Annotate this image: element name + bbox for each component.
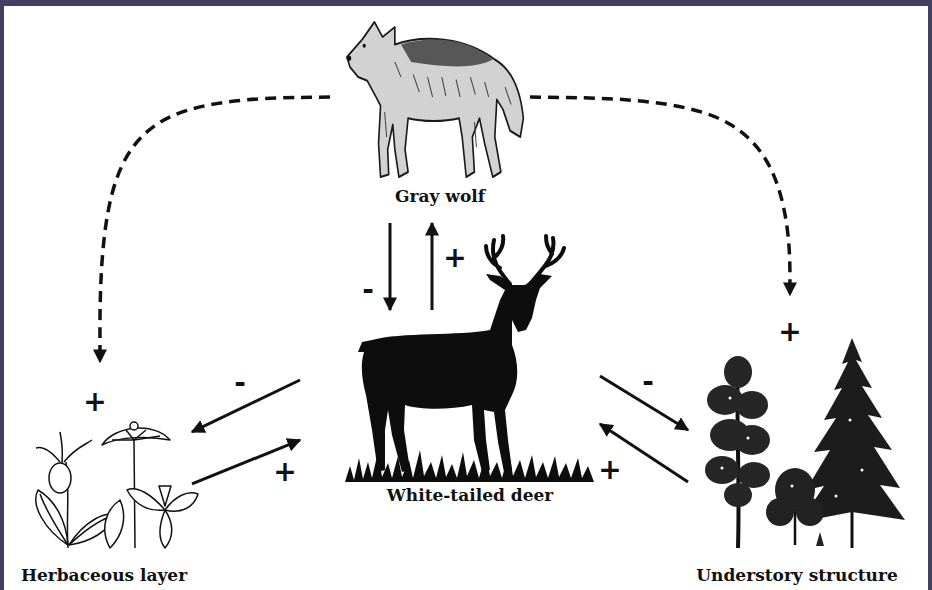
seedling xyxy=(816,532,824,546)
effect-sign: + xyxy=(598,456,621,484)
organism-node: Gray wolf xyxy=(330,8,530,223)
trillium-flower xyxy=(159,486,171,506)
trillium-leaf xyxy=(160,510,172,548)
node-label: Gray wolf xyxy=(395,186,485,206)
birch-trunk xyxy=(737,360,738,548)
speckle xyxy=(747,437,750,440)
trillium-leaf xyxy=(127,489,165,511)
influence-arrow xyxy=(530,97,790,295)
wolf-nose xyxy=(347,56,351,62)
understory-trees xyxy=(705,338,905,548)
speckle xyxy=(849,419,852,422)
leaf-vein xyxy=(112,430,160,440)
orchid-petals xyxy=(36,432,92,463)
influence-arrow xyxy=(389,223,392,310)
influence-arrow xyxy=(100,97,330,362)
canopy-clump xyxy=(724,356,752,388)
canopy-clump xyxy=(724,483,752,507)
leaf-vein xyxy=(40,494,112,545)
small-flower xyxy=(130,422,138,430)
effect-sign: - xyxy=(642,368,654,396)
effect-sign: + xyxy=(778,318,801,346)
node-label: Herbaceous layer xyxy=(21,565,187,585)
leaf-speckles xyxy=(721,397,864,498)
plant-leaf xyxy=(105,500,124,548)
effect-sign: - xyxy=(234,369,246,397)
spruce-canopy xyxy=(800,338,905,522)
effect-sign: + xyxy=(273,458,296,486)
canopy-clump xyxy=(734,425,770,455)
birch-canopy xyxy=(705,356,770,507)
speckle xyxy=(729,397,732,400)
shrub xyxy=(766,468,824,545)
shrub-clump xyxy=(796,498,824,526)
canopy-clump xyxy=(736,391,768,419)
speckle xyxy=(835,495,838,498)
wolf-figure xyxy=(347,22,524,177)
herb-plants xyxy=(36,422,198,548)
influence-arrow xyxy=(431,223,434,310)
wolf-shading xyxy=(385,62,511,147)
speckle xyxy=(861,469,864,472)
canopy-clump xyxy=(705,456,739,484)
deer-body xyxy=(358,274,552,472)
wolf-saddle xyxy=(401,40,493,67)
speckle xyxy=(721,467,724,470)
influence-arrow xyxy=(192,380,300,432)
deer-figure xyxy=(345,236,594,482)
wolf-body xyxy=(347,22,523,177)
effect-sign: - xyxy=(362,276,374,304)
node-label: Understory structure xyxy=(696,565,897,585)
effect-sign: + xyxy=(83,388,106,416)
shrub-stem xyxy=(794,512,797,545)
shrub-clump xyxy=(766,498,794,526)
effect-sign: + xyxy=(443,244,466,272)
node-label: White-tailed deer xyxy=(387,485,554,505)
speckle xyxy=(791,485,794,488)
wolf-eye xyxy=(363,44,366,48)
organism-node: White-tailed deer xyxy=(300,310,600,505)
umbrella-leaf xyxy=(102,428,170,445)
deer-antlers xyxy=(486,236,564,284)
orchid-pouch xyxy=(49,463,71,493)
trillium-leaf xyxy=(165,493,198,511)
deer-grass xyxy=(345,450,594,482)
